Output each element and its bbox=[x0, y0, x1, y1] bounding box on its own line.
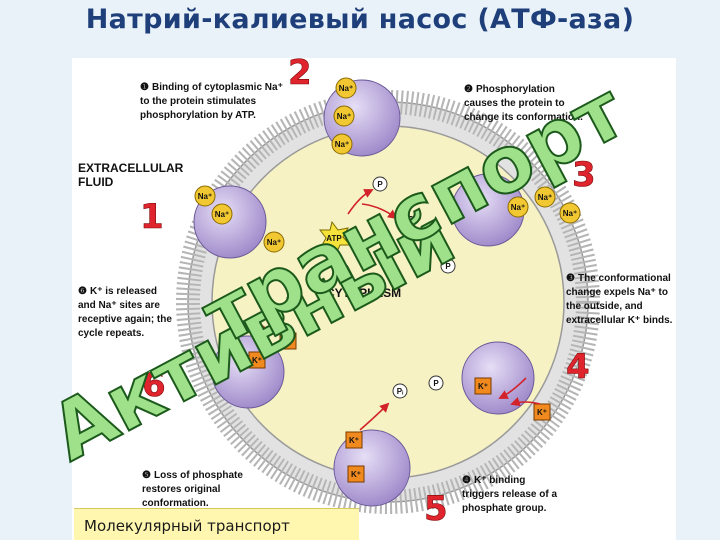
k-ion: K⁺ bbox=[248, 351, 266, 369]
svg-text:K⁺ is released: K⁺ is released bbox=[90, 286, 157, 297]
k-ion: K⁺ bbox=[533, 403, 551, 421]
footer-label: Молекулярный транспорт bbox=[74, 508, 359, 540]
svg-text:❷: ❷ bbox=[464, 84, 473, 95]
na-ion: Na⁺ bbox=[507, 196, 529, 218]
svg-text:change its conformation.: change its conformation. bbox=[464, 112, 583, 123]
caption-step-5: ❺ Loss of phosphate restores original co… bbox=[142, 470, 243, 509]
svg-text:❸: ❸ bbox=[566, 273, 575, 284]
svg-text:❶: ❶ bbox=[140, 82, 149, 93]
caption-step-1: ❶ Binding of cytoplasmic Na⁺ to the prot… bbox=[140, 82, 283, 121]
svg-text:Na⁺: Na⁺ bbox=[267, 238, 281, 247]
svg-text:Na⁺: Na⁺ bbox=[339, 84, 353, 93]
svg-text:❺: ❺ bbox=[142, 470, 151, 481]
svg-text:to the protein stimulates: to the protein stimulates bbox=[140, 96, 257, 107]
na-ion: Na⁺ bbox=[211, 203, 233, 225]
pump-protein-4 bbox=[461, 341, 535, 415]
svg-text:Binding of cytoplasmic Na⁺: Binding of cytoplasmic Na⁺ bbox=[152, 82, 283, 93]
svg-text:K⁺: K⁺ bbox=[537, 408, 547, 417]
step-number-6: 6 bbox=[142, 365, 166, 405]
svg-text:K⁺: K⁺ bbox=[252, 356, 262, 365]
svg-text:K⁺: K⁺ bbox=[478, 382, 488, 391]
phosphate-inorganic: Pᵢ bbox=[392, 383, 408, 399]
step-number-5: 5 bbox=[424, 489, 448, 529]
svg-text:P: P bbox=[433, 379, 439, 388]
na-ion: Na⁺ bbox=[263, 231, 285, 253]
na-ion: Na⁺ bbox=[194, 185, 216, 207]
k-ion: K⁺ bbox=[279, 332, 297, 350]
svg-text:Na⁺: Na⁺ bbox=[563, 209, 577, 218]
cytoplasm-label: CYTOPLASM bbox=[326, 286, 401, 300]
svg-text:❹: ❹ bbox=[462, 475, 471, 486]
extracellular-label: EXTRACELLULAR bbox=[78, 161, 184, 175]
svg-text:change expels Na⁺ to: change expels Na⁺ to bbox=[566, 287, 668, 298]
svg-text:Na⁺: Na⁺ bbox=[198, 192, 212, 201]
step-number-3: 3 bbox=[572, 155, 596, 195]
step-number-2: 2 bbox=[288, 53, 312, 93]
svg-text:Na⁺: Na⁺ bbox=[538, 193, 552, 202]
svg-text:phosphorylation by ATP.: phosphorylation by ATP. bbox=[140, 110, 256, 121]
phosphate: P bbox=[428, 375, 444, 391]
svg-text:K⁺: K⁺ bbox=[349, 436, 359, 445]
caption-step-6: ❻ K⁺ is released and Na⁺ sites are recep… bbox=[78, 286, 172, 339]
atp-molecule: ATP bbox=[319, 220, 352, 256]
svg-text:Na⁺: Na⁺ bbox=[215, 210, 229, 219]
svg-text:receptive again; the: receptive again; the bbox=[78, 314, 172, 325]
svg-text:K⁺: K⁺ bbox=[351, 470, 361, 479]
svg-text:Pᵢ: Pᵢ bbox=[397, 387, 403, 396]
slide-title: Натрий-калиевый насос (АТФ-аза) bbox=[85, 4, 635, 35]
adp-label: ADP bbox=[400, 215, 421, 226]
caption-step-2: ❷ Phosphorylation causes the protein to … bbox=[464, 84, 583, 123]
na-ion: Na⁺ bbox=[331, 133, 353, 155]
na-ion: Na⁺ bbox=[534, 186, 556, 208]
svg-text:Na⁺: Na⁺ bbox=[335, 140, 349, 149]
svg-text:Na⁺: Na⁺ bbox=[511, 203, 525, 212]
na-ion: Na⁺ bbox=[335, 77, 357, 99]
svg-text:causes the protein to: causes the protein to bbox=[464, 98, 565, 109]
na-ion: Na⁺ bbox=[559, 202, 581, 224]
svg-text:ATP: ATP bbox=[326, 234, 342, 243]
svg-text:cycle repeats.: cycle repeats. bbox=[78, 328, 144, 339]
svg-text:Phosphorylation: Phosphorylation bbox=[476, 84, 555, 95]
svg-text:❻: ❻ bbox=[78, 286, 87, 297]
step-number-4: 4 bbox=[566, 347, 590, 387]
svg-text:phosphate group.: phosphate group. bbox=[462, 503, 547, 514]
svg-text:extracellular K⁺ binds.: extracellular K⁺ binds. bbox=[566, 315, 673, 326]
svg-text:The conformational: The conformational bbox=[578, 273, 671, 284]
svg-text:and Na⁺ sites are: and Na⁺ sites are bbox=[78, 300, 160, 311]
svg-text:restores original: restores original bbox=[142, 484, 221, 495]
k-ion: K⁺ bbox=[474, 377, 492, 395]
phosphate: P bbox=[372, 176, 388, 192]
svg-text:K⁺ binding: K⁺ binding bbox=[474, 475, 525, 486]
caption-step-4: ❹ K⁺ binding triggers release of a phosp… bbox=[462, 475, 557, 514]
step-number-1: 1 bbox=[140, 197, 164, 237]
caption-step-3: ❸ The conformational change expels Na⁺ t… bbox=[566, 273, 673, 326]
svg-text:Loss of phosphate: Loss of phosphate bbox=[154, 470, 243, 481]
pump-protein-6 bbox=[211, 335, 285, 409]
extracellular-label: FLUID bbox=[78, 175, 114, 189]
reaction-arrows bbox=[250, 189, 541, 431]
k-ion: K⁺ bbox=[347, 465, 365, 483]
svg-text:Na⁺: Na⁺ bbox=[337, 112, 351, 121]
pump-protein-5 bbox=[333, 429, 411, 507]
svg-text:P: P bbox=[445, 262, 451, 271]
pump-protein-1 bbox=[193, 185, 267, 259]
svg-text:triggers release of a: triggers release of a bbox=[462, 489, 557, 500]
phosphate: P bbox=[440, 258, 456, 274]
svg-text:the outside, and: the outside, and bbox=[566, 301, 643, 312]
svg-text:conformation.: conformation. bbox=[142, 498, 209, 509]
svg-text:K⁺: K⁺ bbox=[283, 337, 293, 346]
k-ion: K⁺ bbox=[345, 431, 363, 449]
svg-text:P: P bbox=[377, 180, 383, 189]
na-ion: Na⁺ bbox=[333, 105, 355, 127]
